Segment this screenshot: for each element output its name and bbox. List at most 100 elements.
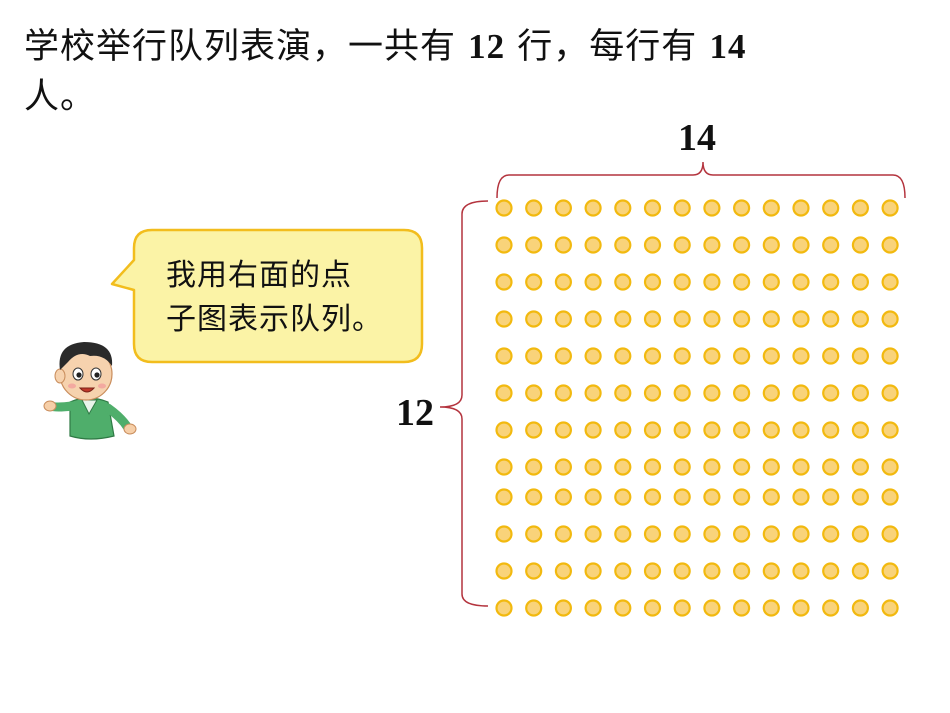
array-dot bbox=[554, 488, 573, 506]
array-dot bbox=[643, 525, 662, 543]
array-dot bbox=[822, 347, 840, 365]
speech-bubble-text: 我用右面的点 子图表示队列。 bbox=[166, 254, 416, 342]
array-dot bbox=[792, 384, 810, 402]
array-dot bbox=[762, 310, 780, 328]
array-dot bbox=[703, 199, 721, 217]
array-dot bbox=[703, 458, 721, 476]
array-dot bbox=[554, 421, 573, 439]
array-dot bbox=[851, 599, 870, 617]
array-dot bbox=[732, 273, 751, 291]
array-dot bbox=[881, 488, 899, 506]
array-dot bbox=[762, 562, 780, 580]
array-dot bbox=[554, 199, 573, 217]
array-dot bbox=[732, 236, 751, 254]
array-dot bbox=[584, 236, 602, 254]
array-dot bbox=[673, 562, 691, 580]
array-dot bbox=[851, 236, 870, 254]
array-dot bbox=[822, 310, 840, 328]
problem-text: 学校举行队列表演，一共有 12 行，每行有 14 人。 bbox=[24, 22, 904, 122]
rows-number: 12 bbox=[468, 27, 506, 66]
array-dot bbox=[703, 562, 721, 580]
array-dot bbox=[614, 236, 632, 254]
array-dot bbox=[881, 458, 899, 476]
array-dot bbox=[822, 525, 840, 543]
array-dot bbox=[614, 199, 632, 217]
array-dot bbox=[673, 599, 691, 617]
array-dot bbox=[673, 384, 691, 402]
array-dot bbox=[525, 599, 543, 617]
array-dot bbox=[732, 347, 751, 365]
array-dot bbox=[851, 310, 870, 328]
array-dot bbox=[792, 458, 810, 476]
array-dot bbox=[554, 525, 573, 543]
array-dot bbox=[792, 347, 810, 365]
array-dot bbox=[584, 273, 602, 291]
array-dot bbox=[673, 347, 691, 365]
array-dot bbox=[822, 458, 840, 476]
array-dot bbox=[673, 525, 691, 543]
array-dot bbox=[792, 421, 810, 439]
array-dot bbox=[525, 199, 543, 217]
array-dot bbox=[614, 525, 632, 543]
problem-part-1: 学校举行队列表演，一共有 bbox=[24, 27, 457, 67]
array-dot bbox=[762, 488, 780, 506]
array-dot bbox=[643, 199, 662, 217]
array-dot bbox=[762, 421, 780, 439]
array-dot bbox=[525, 273, 543, 291]
array-dot bbox=[495, 488, 513, 506]
array-dot bbox=[703, 347, 721, 365]
array-dot bbox=[792, 525, 810, 543]
array-dot bbox=[673, 236, 691, 254]
array-dot bbox=[851, 347, 870, 365]
array-dot bbox=[851, 384, 870, 402]
array-dot bbox=[614, 273, 632, 291]
array-dot bbox=[643, 384, 662, 402]
array-dot bbox=[614, 310, 632, 328]
array-dot bbox=[614, 384, 632, 402]
array-dot bbox=[495, 421, 513, 439]
array-dot bbox=[881, 525, 899, 543]
array-dot bbox=[643, 488, 662, 506]
array-dot bbox=[851, 458, 870, 476]
array-dot bbox=[851, 525, 870, 543]
array-dot bbox=[673, 199, 691, 217]
array-dot bbox=[822, 236, 840, 254]
array-dot bbox=[525, 310, 543, 328]
array-dot bbox=[703, 488, 721, 506]
array-dot bbox=[643, 599, 662, 617]
array-dot bbox=[851, 562, 870, 580]
array-dot bbox=[525, 384, 543, 402]
array-dot bbox=[554, 458, 573, 476]
array-dot bbox=[614, 421, 632, 439]
array-dot bbox=[584, 599, 602, 617]
array-dot bbox=[703, 421, 721, 439]
boy-pointing-icon bbox=[43, 342, 137, 440]
array-dot bbox=[673, 421, 691, 439]
array-dot bbox=[881, 384, 899, 402]
array-dot bbox=[673, 488, 691, 506]
array-dot bbox=[762, 458, 780, 476]
array-dot bbox=[554, 347, 573, 365]
array-dot bbox=[614, 599, 632, 617]
array-dot bbox=[762, 273, 780, 291]
problem-part-2: 行，每行有 bbox=[517, 27, 698, 67]
array-dot bbox=[643, 310, 662, 328]
array-dot bbox=[495, 347, 513, 365]
array-dot bbox=[732, 599, 751, 617]
array-dot bbox=[525, 421, 543, 439]
array-dot bbox=[495, 199, 513, 217]
array-dot bbox=[495, 236, 513, 254]
array-dot bbox=[822, 273, 840, 291]
array-dot bbox=[614, 347, 632, 365]
array-dot bbox=[584, 310, 602, 328]
array-dot bbox=[822, 421, 840, 439]
array-dot bbox=[703, 599, 721, 617]
array-dot bbox=[584, 347, 602, 365]
array-dot bbox=[643, 273, 662, 291]
array-dot bbox=[643, 236, 662, 254]
array-dot bbox=[643, 347, 662, 365]
column-count-label: 14 bbox=[678, 117, 716, 159]
array-dot bbox=[525, 488, 543, 506]
